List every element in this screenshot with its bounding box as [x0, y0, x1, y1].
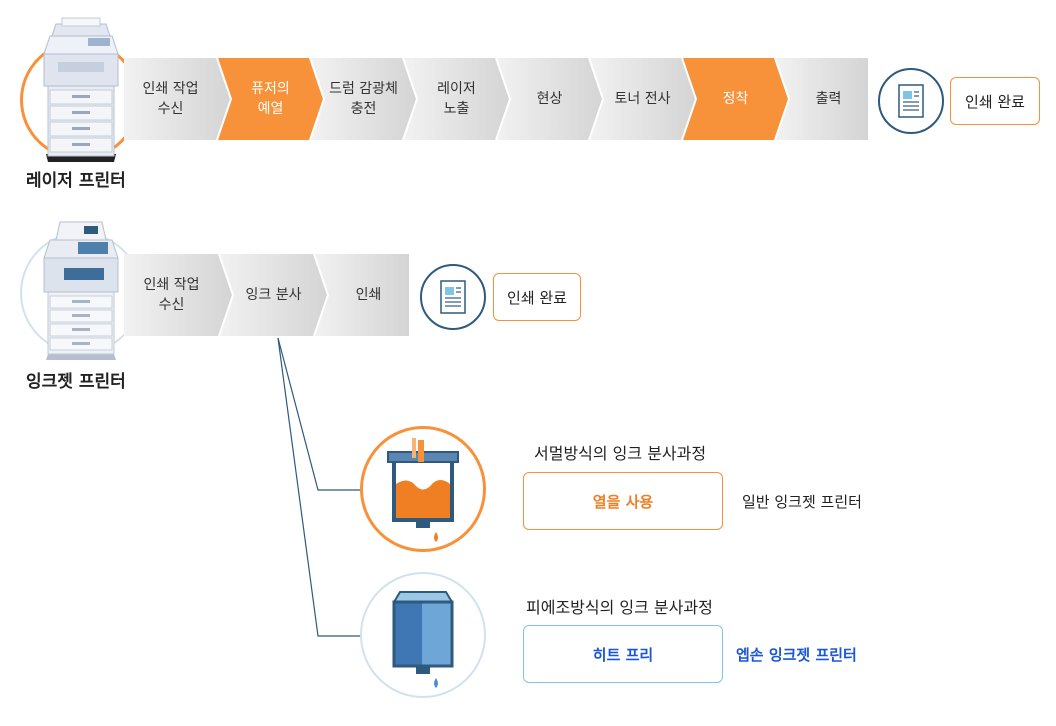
inkjet-step-shape: [219, 254, 328, 336]
inkjet-step-shape: [124, 254, 233, 336]
inkjet-step-label: 인쇄 작업 수신: [143, 277, 200, 313]
inkjet-done-label: 인쇄 완료: [493, 273, 581, 321]
thermal-note: 일반 잉크젯 프린터: [742, 493, 862, 511]
piezo-note: 엡손 잉크젯 프린터: [736, 646, 857, 664]
laser-step-label: 인쇄 작업 수신: [142, 81, 199, 117]
inkjet-step-separator: [218, 254, 235, 336]
laser-step-shape: [682, 58, 789, 140]
laser-step-label: 정착: [722, 91, 749, 107]
piezo-ink-chamber-icon: [392, 591, 454, 688]
laser-step-label: 토너 전사: [614, 91, 671, 107]
inkjet-process-band: [124, 254, 409, 336]
inkjet-printer-icon: [43, 221, 119, 360]
laser-step-shape: [124, 58, 231, 140]
laser-step-shape: [775, 58, 868, 140]
laser-step-shape: [310, 58, 417, 140]
document-icon: [898, 84, 924, 118]
inkjet-printer-label: 잉크젯 프린터: [26, 372, 126, 392]
laser-step-separator: [309, 58, 326, 140]
laser-step-shape: [496, 58, 603, 140]
laser-step-separator: [402, 58, 419, 140]
document-icon: [440, 280, 466, 314]
laser-step-shape: [217, 58, 324, 140]
laser-step-shape: [403, 58, 510, 140]
inkjet-step-shape: [314, 254, 409, 336]
thermal-box: 열을 사용: [523, 472, 723, 530]
laser-step-separator: [588, 58, 605, 140]
laser-step-separator: [681, 58, 698, 140]
laser-done-circle: [878, 68, 944, 134]
laser-step-separator: [495, 58, 512, 140]
laser-step-label: 드럼 감광체 충전: [329, 81, 398, 117]
laser-step-separator: [216, 58, 233, 140]
thermal-ink-chamber-icon: [387, 438, 459, 542]
laser-process-band: [124, 58, 868, 140]
thermal-title: 서멀방식의 잉크 분사과정: [534, 444, 707, 463]
laser-step-label: 레이저 노출: [437, 81, 476, 117]
inkjet-done-circle: [420, 264, 486, 330]
laser-step-label: 출력: [815, 91, 842, 107]
inkjet-step-label: 잉크 분사: [245, 287, 302, 303]
laser-step-label: 현상: [536, 91, 563, 107]
piezo-title: 피에조방식의 잉크 분사과정: [526, 598, 713, 617]
piezo-box: 히트 프리: [523, 625, 723, 683]
laser-printer-label: 레이저 프린터: [26, 171, 126, 191]
laser-step-separator: [774, 58, 791, 140]
inkjet-step-label: 인쇄: [355, 287, 382, 303]
laser-done-label: 인쇄 완료: [950, 77, 1040, 125]
laser-step-label: 퓨저의 예열: [251, 81, 290, 117]
laser-step-shape: [589, 58, 696, 140]
laser-printer-icon: [43, 17, 119, 162]
inkjet-step-separator: [313, 254, 330, 336]
